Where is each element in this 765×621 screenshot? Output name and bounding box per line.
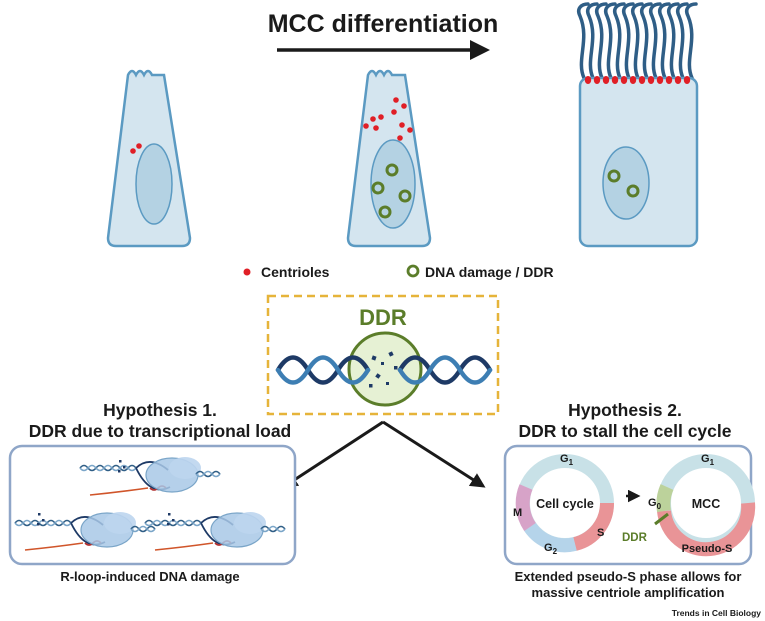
hypothesis-1-caption: R-loop-induced DNA damage bbox=[60, 569, 239, 584]
cell-cycle-diagram: Cell cycle G1 S G2 M bbox=[513, 453, 615, 556]
phase-g0-arc bbox=[656, 484, 674, 513]
centriole bbox=[401, 103, 407, 109]
hypothesis-2-caption-line2: massive centriole amplification bbox=[532, 585, 725, 600]
legend-damage-marker bbox=[406, 264, 420, 278]
phase-s-arc bbox=[572, 502, 615, 551]
centriole bbox=[370, 116, 376, 122]
dna-break-fragments bbox=[369, 351, 398, 388]
legend-damage-label: DNA damage / DDR bbox=[425, 264, 554, 280]
centriole bbox=[378, 114, 384, 120]
hypothesis-2-caption-line1: Extended pseudo-S phase allows for bbox=[515, 569, 742, 584]
cell-differentiating bbox=[346, 69, 432, 248]
r-loop-transcription-complex bbox=[14, 512, 156, 551]
ddr-dashed-box bbox=[266, 294, 500, 416]
mcc-cycle-diagram: MCC G1 G0 Pseudo-S DDR bbox=[622, 453, 756, 557]
centriole bbox=[397, 135, 403, 141]
ddr-panel: DDR bbox=[266, 294, 500, 416]
phase-g2-label: G2 bbox=[544, 542, 558, 556]
phase-g0-label: G0 bbox=[648, 497, 662, 511]
ddr-block-bar bbox=[654, 512, 669, 526]
ddr-label: DDR bbox=[359, 305, 407, 330]
legend-centriole-marker bbox=[243, 268, 251, 276]
dna-damage-focus bbox=[371, 181, 385, 195]
r-loop-transcription-complex bbox=[79, 457, 221, 496]
differentiation-arrowhead bbox=[470, 40, 490, 60]
dna-damage-focus bbox=[398, 189, 412, 203]
ddr-focus-circle bbox=[347, 331, 423, 407]
title: MCC differentiation bbox=[268, 10, 499, 38]
centriole bbox=[399, 122, 405, 128]
dna-damage-focus bbox=[607, 169, 621, 183]
legend-centrioles-label: Centrioles bbox=[261, 264, 330, 280]
phase-m-arc bbox=[515, 484, 536, 531]
mcc-label: MCC bbox=[692, 497, 720, 511]
phase-pseudo-s-arc bbox=[657, 502, 756, 557]
arrow-to-hypothesis-2 bbox=[382, 420, 486, 488]
phase-g1-label: G1 bbox=[560, 453, 574, 467]
dna-damage-focus bbox=[378, 205, 392, 219]
journal-credit: Trends in Cell Biology bbox=[672, 608, 762, 618]
dna-double-helix bbox=[275, 355, 493, 385]
centriole bbox=[391, 109, 397, 115]
cilia bbox=[576, 2, 698, 80]
arrow-to-hypothesis-1 bbox=[282, 420, 384, 488]
legend: Centrioles DNA damage / DDR bbox=[243, 264, 554, 280]
ddr-block-label: DDR bbox=[622, 532, 648, 544]
centriole bbox=[373, 125, 379, 131]
cell-undifferentiated bbox=[106, 69, 192, 248]
centriole bbox=[393, 97, 399, 103]
phase-s-label: S bbox=[597, 527, 604, 539]
nucleus bbox=[370, 139, 416, 229]
cell-multiciliated bbox=[576, 2, 699, 248]
nucleus bbox=[135, 143, 173, 225]
hypothesis-2-title: Hypothesis 2. bbox=[568, 400, 682, 420]
hypothesis-2: Hypothesis 2. DDR to stall the cell cycl… bbox=[503, 400, 756, 600]
dna-damage-focus bbox=[626, 184, 640, 198]
hypothesis-2-subtitle: DDR to stall the cell cycle bbox=[519, 421, 732, 441]
centriole bbox=[136, 143, 142, 149]
dna-damage-focus bbox=[385, 163, 399, 177]
basal-bodies bbox=[584, 76, 691, 84]
phase-g1-label: G1 bbox=[701, 453, 715, 467]
hypothesis-1-subtitle: DDR due to transcriptional load bbox=[29, 421, 292, 441]
r-loop-transcription-complex bbox=[144, 512, 286, 551]
hypothesis-1-title: Hypothesis 1. bbox=[103, 400, 217, 420]
centriole bbox=[363, 123, 369, 129]
nucleus bbox=[602, 146, 650, 220]
centriole bbox=[407, 127, 413, 133]
phase-m-label: M bbox=[513, 507, 522, 519]
phase-g2-arc bbox=[524, 522, 577, 553]
hypothesis-1: Hypothesis 1. DDR due to transcriptional… bbox=[8, 400, 297, 584]
cell-cycle-label: Cell cycle bbox=[536, 497, 594, 511]
centriole bbox=[130, 148, 136, 154]
phase-pseudo-s-label: Pseudo-S bbox=[682, 543, 733, 555]
